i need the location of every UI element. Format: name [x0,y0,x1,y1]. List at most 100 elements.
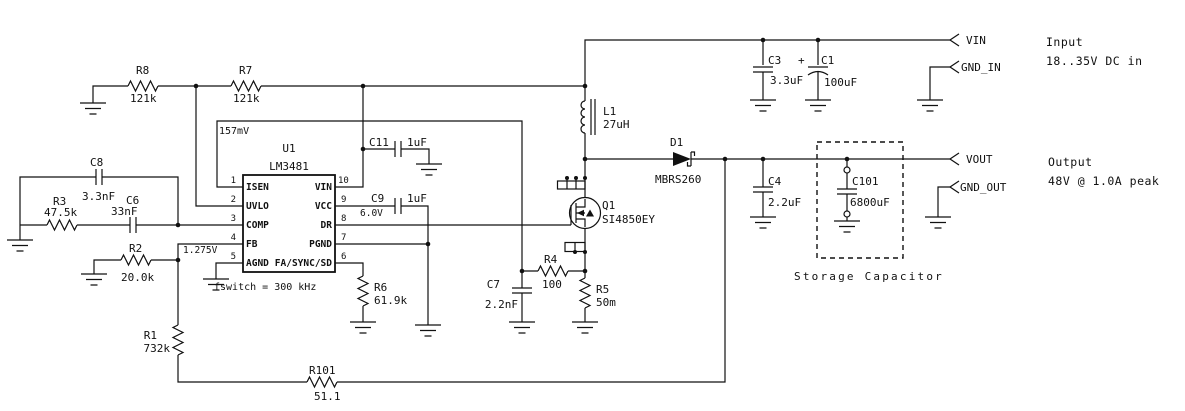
resistor-r2: R2 20.0k [120,242,154,284]
c4-symbol [753,186,773,193]
wire-vin-pin [335,86,364,188]
resistor-r5: R5 50m [579,277,616,309]
c11-ref: C11 [369,136,389,149]
d1-ref: D1 [670,136,683,149]
ground-c1 [804,99,832,112]
junction-dot [844,156,850,162]
ground-c101 [833,220,861,233]
pin-label-agnd: AGND [246,258,269,269]
c1-symbol [807,66,829,76]
ground-c9 [414,324,442,337]
ic-ref-label: U1 [282,142,295,155]
vout-terminal-icon [949,152,960,166]
r4-value: 100 [542,278,562,291]
input-spec: 18..35V DC in [1046,54,1143,68]
storage-dashed-outline [816,141,904,259]
r2-ref: R2 [129,242,142,255]
side-annotations: Input 18..35V DC in Output 48V @ 1.0A pe… [1046,35,1159,188]
q1-value: SI4850EY [602,213,655,226]
r8-ref: R8 [136,64,149,77]
d1-value: MBRS260 [655,173,701,186]
q1-drain-pin-ticks [566,178,577,189]
capacitor-c6: C6 33nF [111,194,139,233]
junction-dot [175,257,181,263]
junction-dot [582,268,588,274]
ground-r2 [80,273,108,286]
storage-capacitor-box: Storage Capacitor [794,141,942,283]
l1-symbol [580,99,596,135]
junction-dot [360,146,366,152]
c9-value: 1uF [407,192,427,205]
resistor-r6: R6 61.9k [357,275,407,307]
r4-symbol [537,265,569,277]
pin-num-2: 2 [231,195,236,205]
c6-ref: C6 [126,194,139,207]
ground-comp-network [6,239,34,252]
vin-terminal-label: VIN [966,34,986,47]
resistor-r7: R7 121k [230,64,262,105]
wire-gnd-in [929,66,950,100]
pin-num-10: 10 [338,176,349,186]
resistors: R8 121k R7 121k R3 47.5k R2 20.0k R1 732… [44,64,616,403]
r6-ref: R6 [374,281,387,294]
c8-symbol [95,169,103,185]
c7-ref: C7 [487,278,500,291]
q1-body-diode [586,209,594,217]
terminals: VIN GND_IN VOUT GND_OUT [949,33,1007,194]
gnd-out-terminal-label: GND_OUT [960,181,1007,194]
ic-part-label: LM3481 [269,160,309,173]
r7-symbol [230,80,262,92]
wire-c11 [363,148,430,164]
c8-value: 3.3nF [82,190,115,203]
resistor-r4: R4 100 [537,253,569,291]
r5-value: 50m [596,296,616,309]
capacitors: C8 3.3nF C6 33nF C11 1uF C9 1uF C7 2.2nF… [82,54,890,311]
c101-symbol [837,188,857,195]
r4-ref: R4 [544,253,558,266]
pin-num-7: 7 [341,233,346,243]
vin-terminal-icon [949,33,960,47]
r7-value: 121k [233,92,260,105]
c8-ref: C8 [90,156,103,169]
q1-drain-pin-box [556,180,586,190]
capacitor-c9: C9 1uF [371,192,427,214]
c101-value: 6800uF [850,196,890,209]
gnd-in-terminal-label: GND_IN [961,61,1001,74]
l1-ref: L1 [603,105,616,118]
capacitor-c7: C7 2.2nF [485,278,532,311]
inductor-l1: L1 27uH [580,99,630,135]
ground-r8 [79,102,107,115]
c9-symbol [394,198,402,214]
l1-value: 27uH [603,118,630,131]
output-title: Output [1048,155,1093,169]
gnd-out-terminal-icon [949,180,960,194]
q1-pin-dot [565,176,569,180]
ground-c3 [749,99,777,112]
c101-bottom-terminal [843,210,851,218]
pin-num-8: 8 [341,214,346,224]
r101-ref: R101 [309,364,336,377]
pin-label-vin: VIN [315,182,332,193]
r101-symbol [306,376,338,388]
c11-symbol [394,141,402,157]
diode-d1: D1 MBRS260 [585,136,701,186]
pin-num-9: 9 [341,195,346,205]
capacitor-c11: C11 1uF [369,136,427,157]
resistor-r101: R101 51.1 [306,364,341,403]
pin-label-isen: ISEN [246,182,269,193]
capacitor-c8: C8 3.3nF [82,156,115,203]
note-fswitch: fswitch = 300 kHz [214,282,316,293]
q1-pin-dot [583,176,587,180]
wires [19,39,950,383]
r6-value: 61.9k [374,294,407,307]
pin-num-1: 1 [231,176,236,186]
capacitor-c4: C4 2.2uF [753,175,801,209]
junction-dot [815,37,821,43]
pin-label-vcc: VCC [315,201,332,212]
mosfet-q1: Q1 SI4850EY [556,178,655,253]
c11-value: 1uF [407,136,427,149]
pin-label-comp: COMP [246,220,269,231]
c101-ref: C101 [852,175,879,188]
q1-pin-dot [574,176,578,180]
